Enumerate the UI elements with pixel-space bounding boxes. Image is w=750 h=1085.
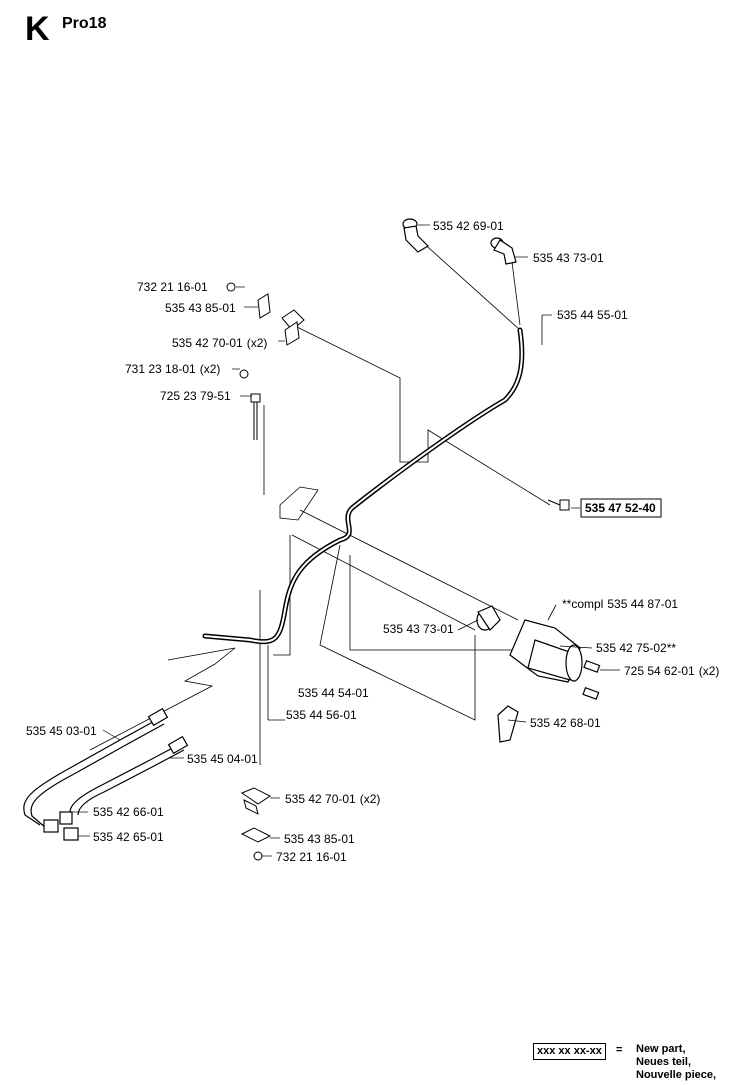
hose-535-45-03-01 [23,707,169,833]
label-535-42-70-01-bot: 535 42 70-01 (x2) [285,792,380,806]
part-number: 535 42 70-01 [285,792,356,806]
label-725-54-62-01: 725 54 62-01 (x2) [624,664,719,678]
label-535-44-54-01: 535 44 54-01 [298,686,369,700]
clamp-assembly-top-icon [226,282,305,346]
label-535-45-03-01: 535 45 03-01 [26,724,97,738]
part-number: 535 44 87-01 [607,597,678,611]
bolt-icon [239,369,261,440]
label-535-42-68-01: 535 42 68-01 [530,716,601,730]
model-title: Pro18 [62,15,107,32]
label-535-43-73-01-top: 535 43 73-01 [533,251,604,265]
new-part-box [580,498,662,518]
clamp-assembly-bottom-icon [240,787,272,861]
label-535-44-56-01: 535 44 56-01 [286,708,357,722]
label-732-21-16-01-bot: 732 21 16-01 [276,850,347,864]
label-732-21-16-01-top: 732 21 16-01 [137,280,208,294]
legend-line-1: New part, [636,1043,686,1055]
quantity: (x2) [247,336,268,350]
elbow-fitting-icon [402,218,429,253]
screw-icon [547,499,570,511]
tube-535-44-55-01 [202,327,525,645]
label-535-43-85-01-bot: 535 43 85-01 [284,832,355,846]
hydraulic-cylinder-icon [476,605,601,743]
label-535-47-52-40: 535 47 52-40 [585,501,656,515]
label-535-42-69-01: 535 42 69-01 [433,219,504,233]
elbow-fitting-icon [490,237,517,265]
label-leaders [72,224,620,857]
label-535-45-04-01: 535 45 04-01 [187,752,258,766]
section-letter: K [25,10,50,48]
quantity: (x2) [360,792,381,806]
label-535-44-55-01: 535 44 55-01 [557,308,628,322]
part-number: 725 54 62-01 [624,664,695,678]
quantity: (x2) [699,664,720,678]
quantity: (x2) [200,362,221,376]
label-725-23-79-51: 725 23 79-51 [160,389,231,403]
legend-equals: = [616,1044,623,1056]
label-535-42-66-01: 535 42 66-01 [93,805,164,819]
compl-prefix: **compl [562,597,603,611]
legend-line-3: Nouvelle piece, [636,1069,717,1081]
label-535-42-70-01-top: 535 42 70-01 (x2) [172,336,267,350]
label-535-43-73-01-mid: 535 43 73-01 [383,622,454,636]
label-535-42-75-02: 535 42 75-02** [596,641,676,655]
label-535-43-85-01-top: 535 43 85-01 [165,301,236,315]
label-535-42-65-01: 535 42 65-01 [93,830,164,844]
label-compl-535-44-87-01: **compl 535 44 87-01 [562,597,678,611]
part-number: 731 23 18-01 [125,362,196,376]
legend-text: New part, Neues teil, Nouvelle piece, [636,1043,716,1082]
part-number: 535 42 70-01 [172,336,243,350]
legend-line-2: Neues teil, [636,1056,692,1068]
legend-code-box: xxx xx xx-xx [533,1043,606,1060]
label-731-23-18-01: 731 23 18-01 (x2) [125,362,220,376]
hose-535-45-04-01 [59,735,189,841]
